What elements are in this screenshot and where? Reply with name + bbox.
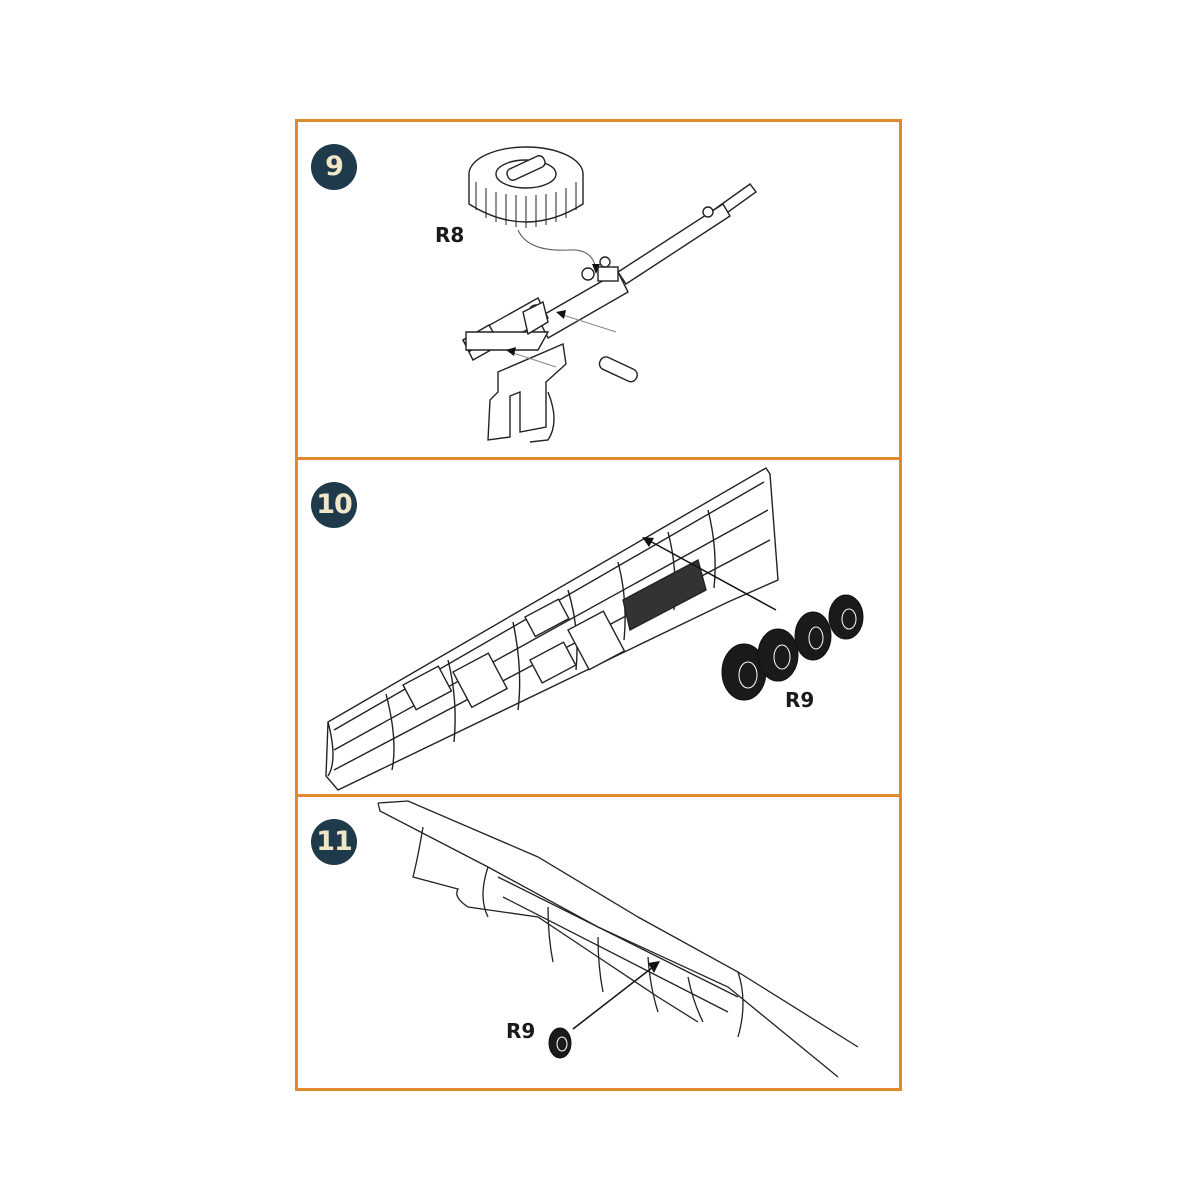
fuselage-wall-illustration: [325, 467, 864, 791]
fuselage-wall-illustration: [377, 800, 859, 1078]
step-10-panel: 10 R9: [298, 457, 899, 791]
step-number-badge: 10: [311, 482, 357, 528]
step-9-panel: 9 R8: [298, 122, 899, 454]
part-label-r9: R9: [785, 688, 815, 712]
part-label-r8: R8: [435, 223, 465, 247]
machine-gun-illustration: [462, 146, 757, 443]
instructions-frame: 9 R8: [295, 119, 902, 1091]
part-label-r9: R9: [506, 1019, 536, 1043]
step-11-panel: 11 R9: [298, 794, 899, 1088]
step-number-badge: 9: [311, 144, 357, 190]
step-number-badge: 11: [311, 819, 357, 865]
